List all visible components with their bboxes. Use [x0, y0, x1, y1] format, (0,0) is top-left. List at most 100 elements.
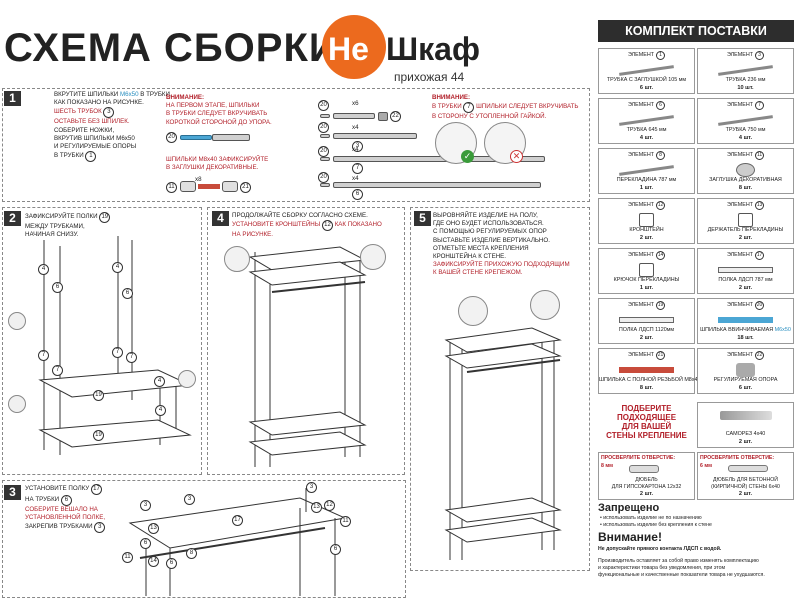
step3-label: 8	[186, 548, 197, 559]
kit-item-name: ПОЛКА ЛДСП 1120мм	[599, 327, 694, 333]
stud-icon	[320, 183, 330, 187]
step3-label: 3	[306, 482, 317, 493]
screw-qty: 2 шт.	[738, 439, 753, 445]
kit-item-name-main: ЗАГЛУШКА ДЕКОРАТИВНАЯ	[709, 177, 782, 183]
holder-icon	[738, 213, 753, 227]
kit-item-element-label: ЭЛЕМЕНТ	[726, 252, 754, 258]
step3-label: 11	[122, 552, 133, 563]
step1-m8-note: ШПИЛЬКИ М8х40 ЗАФИКСИРУЙТЕ В ЗАГЛУШКИ ДЕ…	[166, 156, 268, 172]
step3-label: 13	[311, 502, 322, 513]
hook-icon	[639, 263, 654, 277]
choose-line: ПОДБЕРИТЕ	[621, 404, 672, 413]
step3-instructions: УСТАНОВИТЕ ПОЛКУ 17 НА ТРУБКИ 6 СОБЕРИТЕ…	[25, 484, 106, 534]
step2-label: 7	[126, 352, 137, 363]
step4-frame	[207, 207, 405, 475]
step1-pin-20: 20	[166, 132, 177, 143]
tube-icon	[619, 115, 674, 126]
stud-icon	[320, 114, 330, 118]
step1-line-9: В ТРУБКИ	[54, 152, 84, 160]
kit-item-name-main: ПОЛКА ЛДСП 787 мм	[718, 277, 773, 283]
step2-label: 4	[155, 405, 166, 416]
forbidden-item: • использовать изделие не по назначению	[600, 515, 702, 521]
wall-mount-detail-image	[458, 296, 488, 326]
tube-icon	[619, 65, 674, 76]
step5-instructions: ВЫРОВНЯЙТЕ ИЗДЕЛИЕ НА ПОЛУ, ГДЕ ОНО БУДЕ…	[433, 212, 570, 278]
step1-line-8: И РЕГУЛИРУЕМЫЕ ОПОРЫ	[54, 143, 137, 151]
step1-ref-1: 1	[85, 151, 97, 163]
step1-note-title: ВНИМАНИЕ:	[166, 94, 205, 101]
step1-ref-3: 3	[103, 107, 115, 119]
kit-item-element-label: ЭЛЕМЕНТ	[627, 102, 655, 108]
step4-ref-12: 12	[321, 220, 333, 232]
kit-item-name: КРЮЧОК ПЕРЕКЛАДИНЫ	[599, 277, 694, 283]
row3-pin-a: 20	[318, 146, 329, 157]
step1-note-line-3: КОРОТКОЙ СТОРОНОЙ ДО УПОРА.	[166, 118, 272, 126]
tube-icon	[212, 134, 250, 141]
row2-pin-a: 20	[318, 122, 329, 133]
stud-icon	[320, 157, 330, 161]
kit-item-qty: 2 шт.	[738, 235, 753, 241]
step1-line-6: СОБЕРИТЕ НОЖКИ,	[54, 126, 115, 134]
cross-icon: ✕	[510, 150, 523, 163]
warning-title: Внимание!	[598, 530, 662, 544]
step5-line-7: ЗАФИКСИРУЙТЕ ПРИХОЖУЮ ПОДХОДЯЩИМ	[433, 261, 570, 269]
kit-item-number: 21	[656, 351, 666, 360]
kit-item-qty: 2 шт.	[639, 235, 654, 241]
step3-label: 3	[184, 494, 195, 505]
kit-item-number: 19	[656, 301, 666, 310]
kit-item-name-main: ТРУБКА 236 мм	[725, 77, 766, 83]
choose-line: СТЕНЫ КРЕПЛЕНИЕ	[606, 431, 687, 440]
kit-item-qty: 4 шт.	[738, 135, 753, 141]
dowel-left-qty: 2 шт.	[639, 491, 654, 497]
kit-item-name: ШПИЛЬКА ВВИНЧИВАЕМАЯ М6х50	[698, 327, 793, 333]
row4-pin-a: 20	[318, 172, 329, 183]
step5-diagram	[444, 327, 562, 560]
screw-icon	[720, 411, 772, 420]
step2-line-2: МЕЖДУ ТРУБКАМИ,	[25, 223, 85, 230]
step1-m6x50: М6х50	[119, 91, 139, 98]
kit-item-number: 13	[755, 201, 765, 210]
kit-item-element-label: ЭЛЕМЕНТ	[627, 152, 655, 158]
drill-left-title: ПРОСВЕРЛИТЕ ОТВЕРСТИЕ:	[601, 455, 676, 461]
step1-line-2: В ТРУБКИ,	[140, 91, 172, 98]
rstud-icon	[619, 367, 674, 373]
row3-mult: х4	[352, 146, 359, 153]
kit-item-name-main: ТРУБКА 645 мм	[626, 127, 667, 133]
kit-item-qty: 1 шт.	[639, 185, 654, 191]
step2-label: 7	[112, 347, 123, 358]
drill-left-size: 8 мм	[601, 463, 614, 469]
tube-icon	[718, 115, 773, 126]
row2-mult: х4	[352, 124, 359, 131]
step1-right-note-title: ВНИМАНИЕ:	[432, 94, 471, 101]
step1-note: ВНИМАНИЕ: НА ПЕРВОМ ЭТАПЕ, ШПИЛЬКИ В ТРУ…	[166, 94, 272, 127]
step1-m8-line-1: ШПИЛЬКИ М8х40 ЗАФИКСИРУЙТЕ	[166, 156, 269, 163]
kit-item-name-main: ДЕРЖАТЕЛЬ ПЕРЕКЛАДИНЫ	[707, 227, 784, 233]
step1-line-4: ШЕСТЬ ТРУБОК	[54, 108, 102, 116]
step1-x8: х8	[195, 176, 202, 183]
check-icon: ✓	[461, 150, 474, 163]
dowel-left-name: ДЮБЕЛЬ	[635, 477, 658, 483]
step3-line-2: НА ТРУБКИ	[25, 496, 60, 503]
kit-item-element-label: ЭЛЕМЕНТ	[627, 202, 655, 208]
kit-item-name: ТРУБКА С ЗАГЛУШКОЙ 105 мм	[599, 77, 694, 83]
kit-item-number: 3	[755, 51, 765, 60]
step4-number: 4	[212, 211, 229, 226]
detail-zoom-icon	[178, 370, 196, 388]
kit-item-name-main: КРОНШТЕЙН	[629, 227, 664, 233]
row4-mult: х4	[352, 175, 359, 182]
kit-item-name: ТРУБКА 750 мм	[698, 127, 793, 133]
